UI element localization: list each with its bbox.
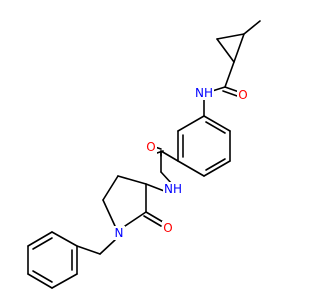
- bond-cyclopropane-3: [216, 38, 235, 63]
- molecule-structure-canvas: O NH O NH N O: [27, 20, 261, 289]
- bond-carbonyl-3a: [145, 211, 164, 223]
- bond-benzyl-to-phenyl: [76, 245, 101, 255]
- bond-pyrrolidinone-3: [102, 199, 116, 227]
- atom-o-cyclopropane-amide-label: O: [238, 88, 247, 102]
- bond-cyclopropane-1: [216, 33, 245, 40]
- atom-nh-benzamide-label: NH: [164, 182, 182, 196]
- atom-n-pyrrolidinone-label: N: [115, 226, 124, 240]
- bond-benzene-3: [203, 160, 231, 177]
- atom-o-cyclopropane-amide-bg: [237, 88, 249, 102]
- atom-nh-benzamide: NH: [163, 182, 183, 196]
- bond-pyrrolidinone-4: [124, 211, 147, 227]
- atom-label-layer: O NH O NH N O: [113, 86, 249, 240]
- atom-o-benzamide: O: [145, 140, 157, 154]
- atom-nh-cyclopropane-amide-label: NH: [195, 86, 213, 100]
- bond-n-to-benzyl: [99, 239, 116, 255]
- atom-nh-cyclopropane-amide-bg: [194, 86, 214, 100]
- atom-nh-benzamide-bg: [163, 182, 183, 196]
- atom-nh-cyclopropane-amide: NH: [194, 86, 214, 100]
- bond-benzene-inner-2: [205, 158, 226, 171]
- atom-n-pyrrolidinone-bg: [113, 226, 125, 240]
- bond-carbonyl-2b: [156, 150, 164, 154]
- bond-phenyl-inner-2: [32, 270, 53, 283]
- atom-o-cyclopropane-amide: O: [237, 88, 249, 102]
- bond-pyrrolidinone-1: [117, 175, 147, 185]
- bond-phenyl-1: [51, 231, 78, 247]
- bond-methyl: [243, 20, 261, 35]
- bond-ring-to-carbonyl: [224, 61, 235, 88]
- bond-layer: [27, 20, 261, 289]
- bond-phenyl-inner-1: [32, 237, 53, 250]
- bond-phenyl-4: [27, 273, 53, 289]
- bond-phenyl-2: [27, 231, 53, 247]
- atom-o-pyrrolidinone-label: O: [163, 221, 172, 235]
- atom-o-pyrrolidinone: O: [162, 221, 174, 235]
- bond-benzene-to-carbonyl2: [160, 150, 179, 162]
- bond-pyrrolidinone-2: [102, 175, 119, 201]
- bond-benzene-6: [177, 115, 205, 132]
- bond-benzene-1: [203, 115, 231, 132]
- atom-n-pyrrolidinone: N: [113, 226, 125, 240]
- atom-o-benzamide-bg: [145, 140, 157, 154]
- bond-carbonyl-3b: [143, 215, 162, 227]
- atom-o-pyrrolidinone-bg: [162, 221, 174, 235]
- bond-cyclopropane-2: [233, 33, 245, 63]
- bond-benzene-4: [177, 160, 205, 177]
- bond-phenyl-5: [51, 273, 78, 289]
- bond-benzene-inner-1: [205, 121, 226, 134]
- atom-o-benzamide-label: O: [146, 140, 155, 154]
